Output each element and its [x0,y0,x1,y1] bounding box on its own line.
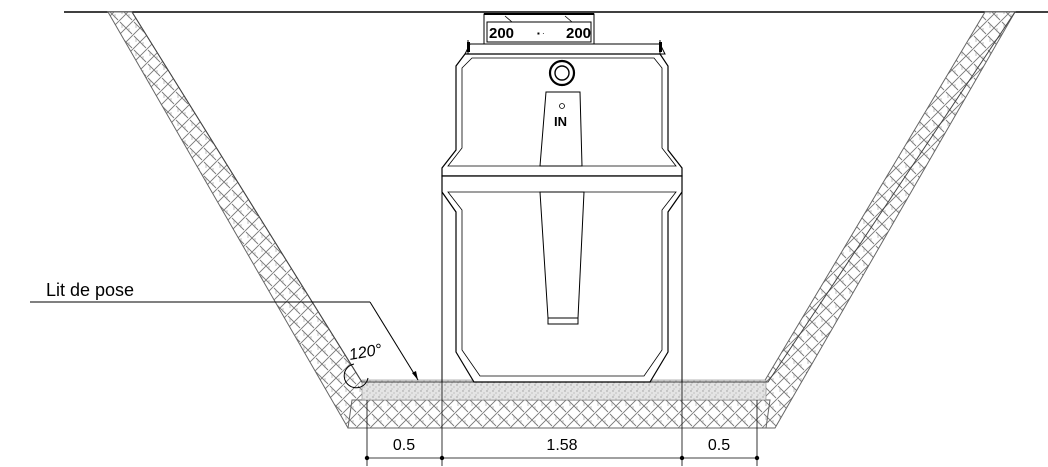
dim-left-clearance: 0.5 [393,437,415,454]
trench-left-wall [107,11,369,429]
callout-label: Lit de pose [46,280,134,300]
bedding-layer [361,379,767,401]
trench-right-wall [757,11,1016,429]
dim-right-clearance: 0.5 [708,437,730,454]
tank-rib [539,91,583,167]
dimension-row [364,382,760,466]
dim-tank-width: 1.58 [546,437,577,454]
cover-right-label: 200 [566,25,591,42]
inlet-indicator-icon [559,103,565,109]
angle-label: 120° [348,341,384,364]
angle-arc [343,363,369,389]
inlet-label: IN [554,114,567,129]
tank-rib-lower [539,191,585,319]
tank-cover [483,13,595,45]
cover-center-mark: ▪ · [537,29,545,38]
tank-neck [464,43,666,55]
trench-bottom [347,399,771,429]
cover-left-label: 200 [489,25,514,42]
